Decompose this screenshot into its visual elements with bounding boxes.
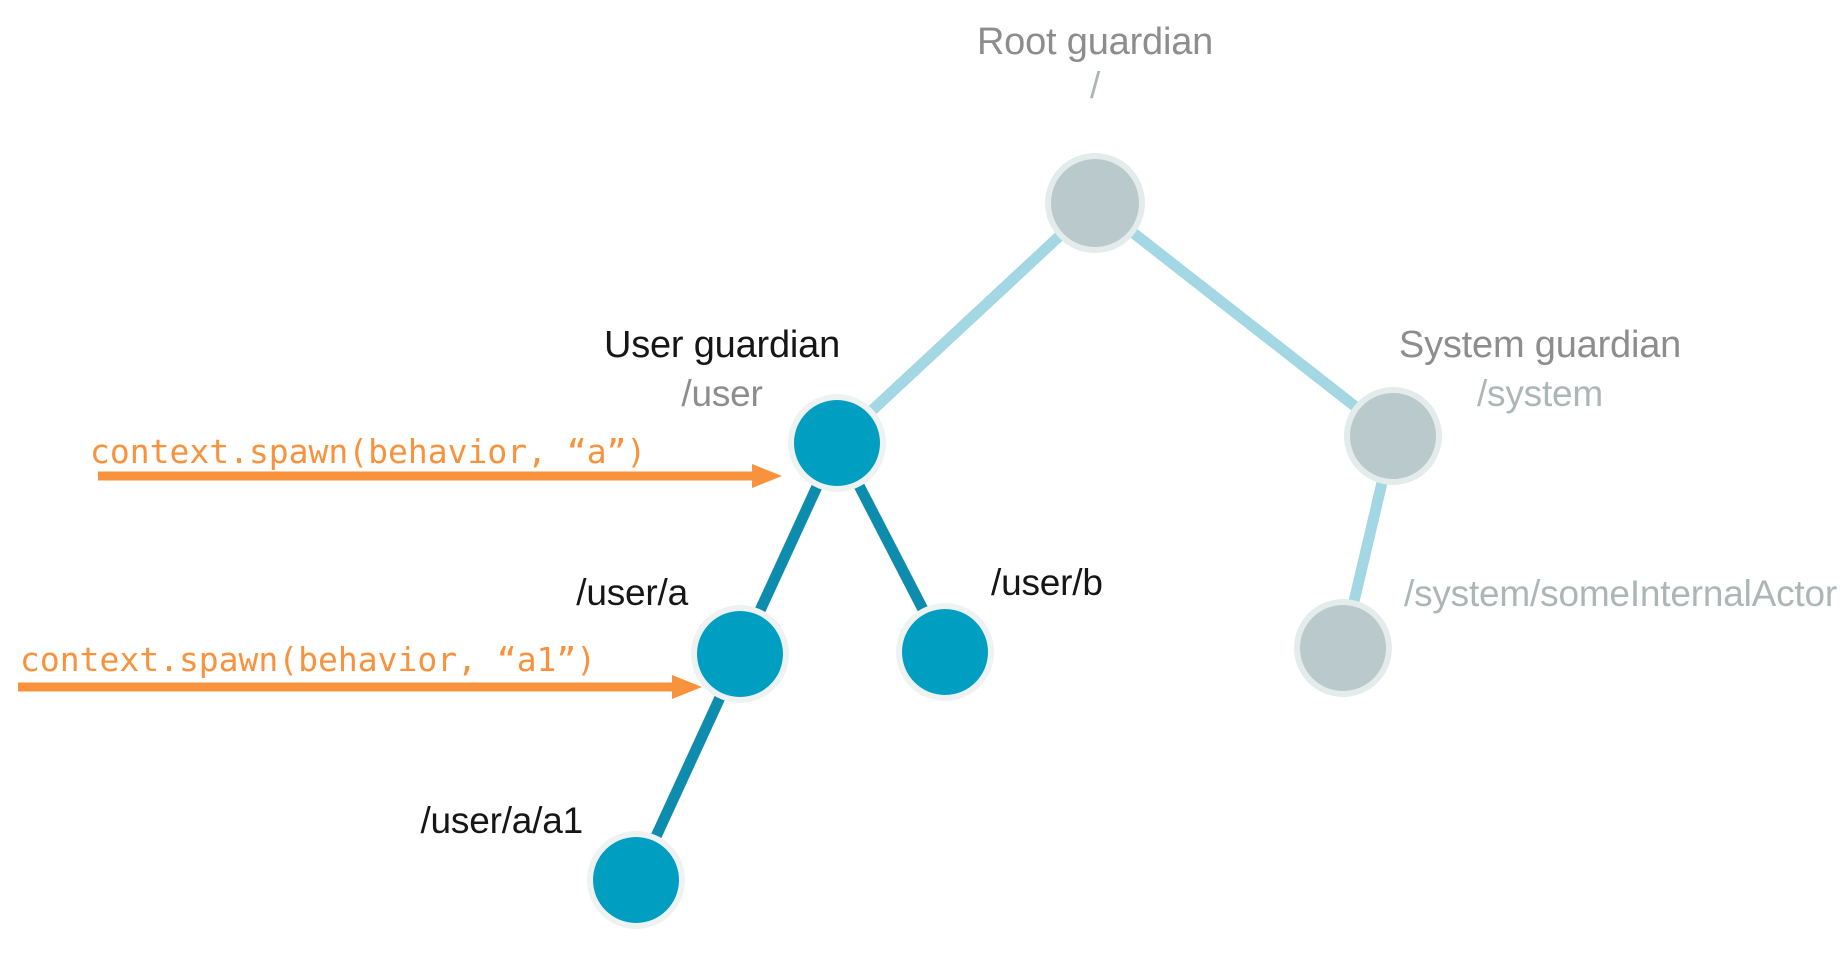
label-user-a-a1-path: /user/a/a1 (420, 800, 583, 841)
node-core-root (1051, 159, 1139, 247)
arrow-head-spawn-a1 (672, 675, 702, 699)
label-user-title: User guardian (603, 324, 841, 366)
node-system[interactable] (1344, 387, 1442, 485)
node-user[interactable] (788, 394, 886, 492)
arrow-shaft-spawn-a (98, 471, 752, 481)
edge-user_a-to-user_a_a1 (650, 693, 726, 841)
label-system-path: /system (1476, 373, 1604, 414)
label-system-title: System guardian (1398, 324, 1682, 366)
edge-user-to-user_b (853, 481, 929, 614)
node-user_b[interactable] (896, 603, 994, 701)
node-core-system_some (1300, 605, 1386, 691)
label-user-b-path: /user/b (991, 562, 1103, 603)
callout-text-spawn-a1: context.spawn(behavior, “a1”) (20, 640, 597, 679)
label-root-title: Root guardian (976, 21, 1214, 63)
node-core-user_a (697, 611, 783, 697)
node-core-user (794, 400, 880, 486)
node-user_a_a1[interactable] (587, 831, 685, 929)
arrow-head-spawn-a (752, 464, 782, 488)
edge-user-to-user_a (754, 482, 823, 615)
label-system-some-path: /system/someInternalActor (1404, 573, 1837, 614)
edge-system-to-system_some (1348, 479, 1388, 605)
node-core-user_a_a1 (593, 837, 679, 923)
nodes-layer (587, 153, 1442, 929)
callout-arrow-spawn-a1 (18, 675, 702, 699)
node-core-system (1350, 393, 1436, 479)
label-user-path: /user (681, 373, 763, 414)
callout-arrow-spawn-a (98, 464, 782, 488)
node-root[interactable] (1045, 153, 1145, 253)
edges-layer (650, 227, 1388, 841)
node-core-user_b (902, 609, 988, 695)
node-user_a[interactable] (691, 605, 789, 703)
node-system_some[interactable] (1294, 599, 1392, 697)
callout-arrows-layer (18, 464, 782, 699)
callout-text-spawn-a: context.spawn(behavior, “a”) (90, 432, 647, 471)
edge-root-to-system (1128, 227, 1361, 412)
arrow-shaft-spawn-a1 (18, 682, 672, 692)
label-root-path: / (1089, 65, 1101, 106)
label-user-a-path: /user/a (576, 572, 688, 613)
edge-root-to-user (866, 230, 1065, 416)
